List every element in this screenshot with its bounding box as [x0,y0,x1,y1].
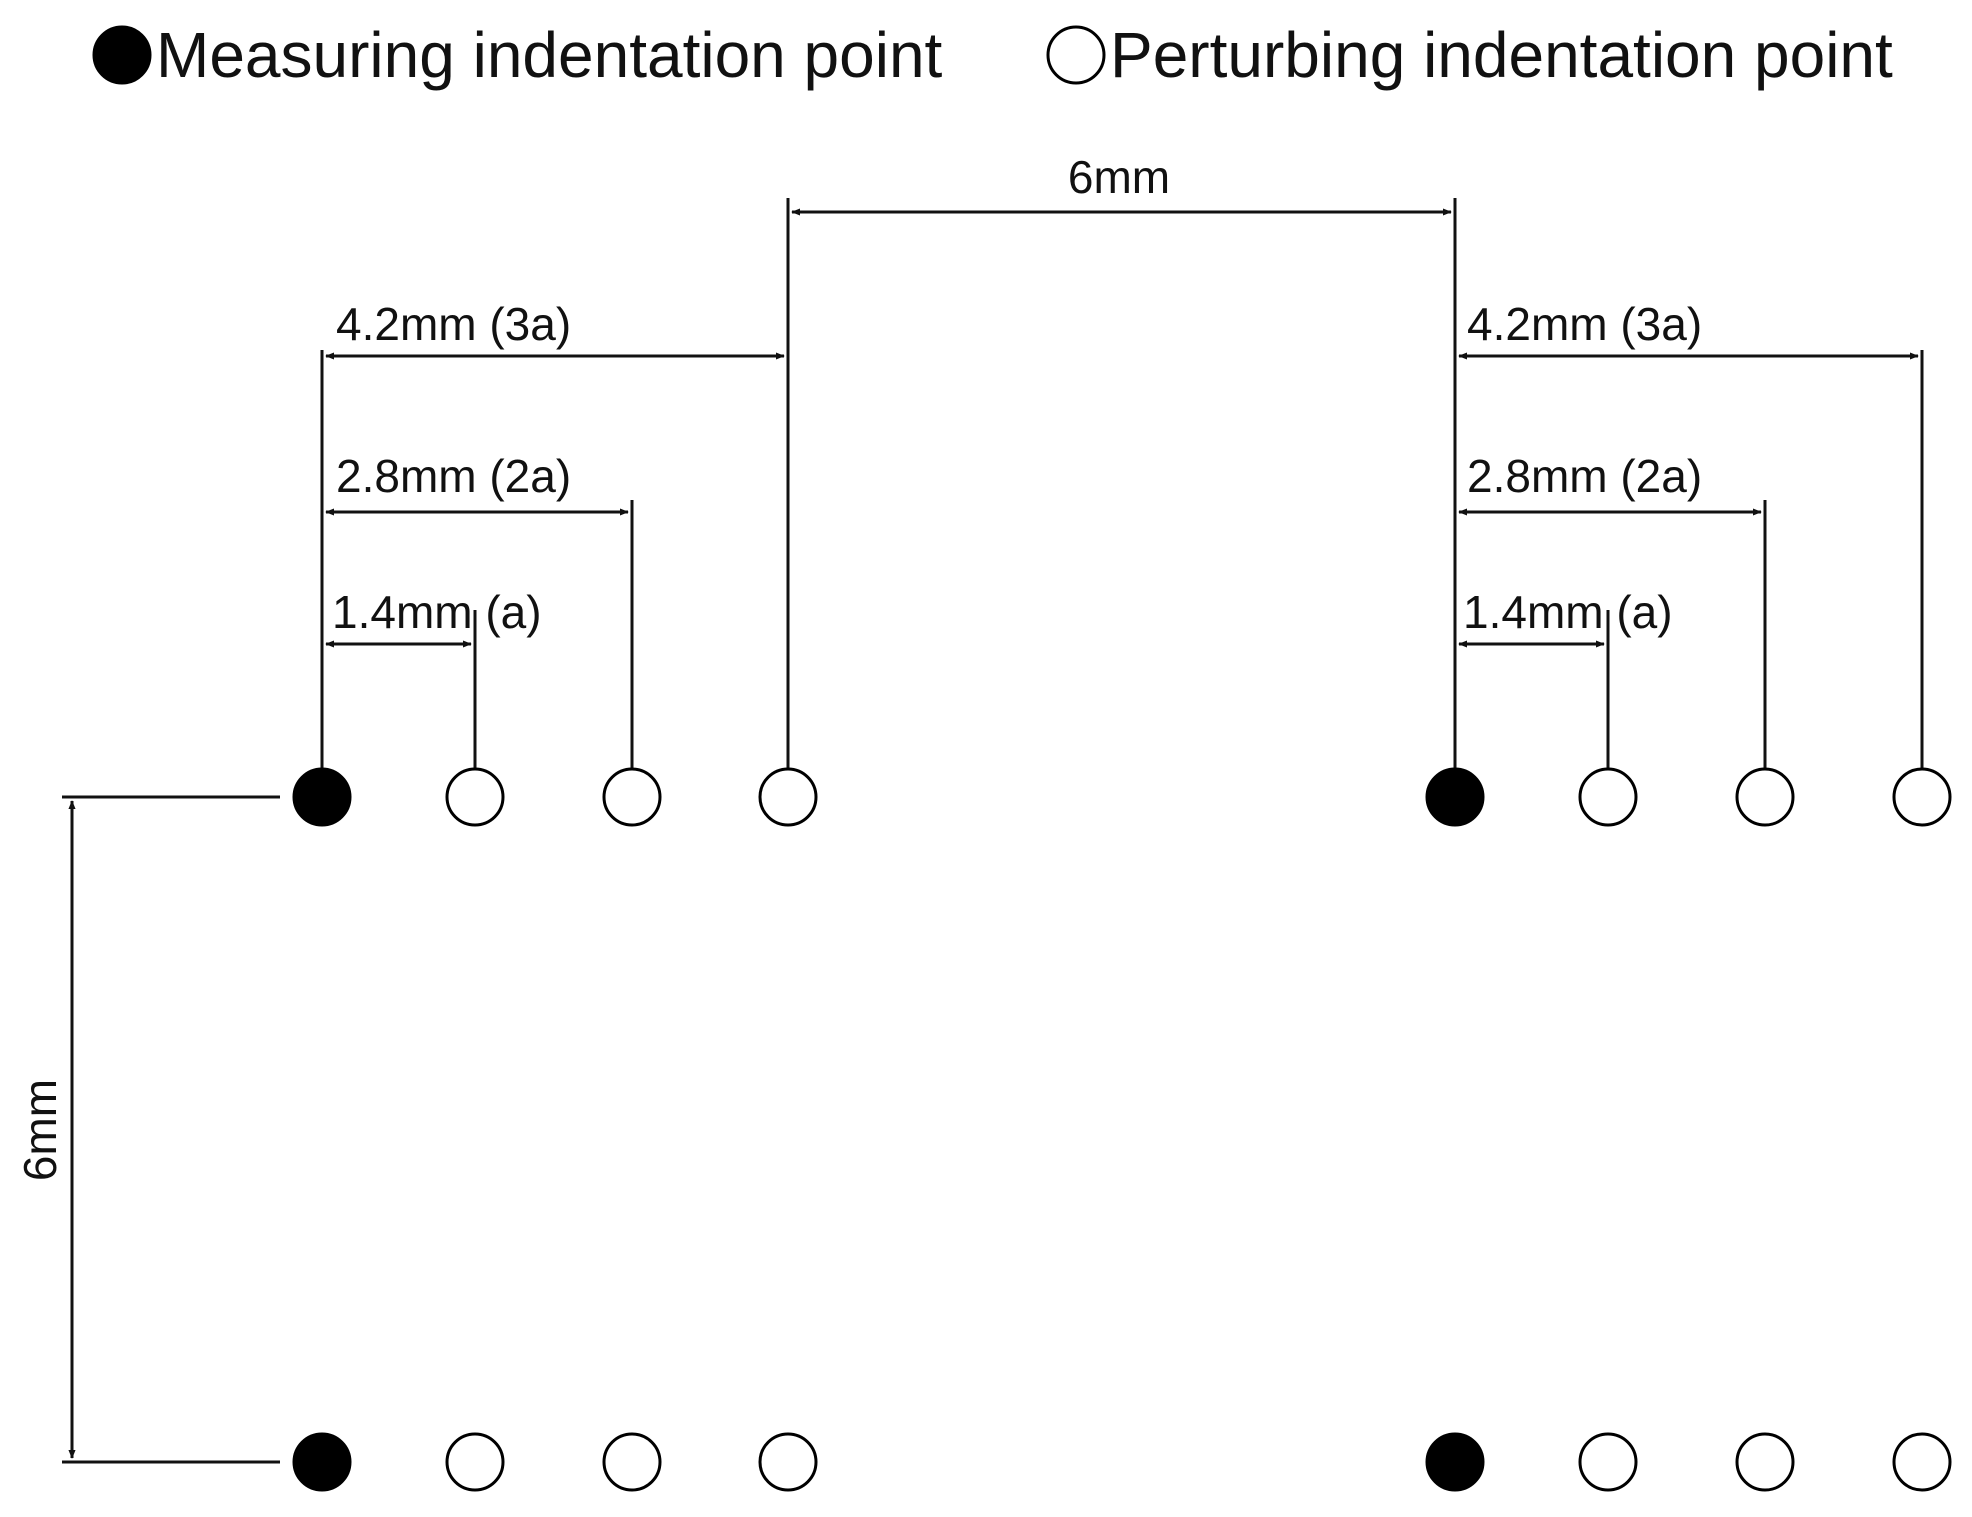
legend-perturbing-label: Perturbing indentation point [1110,19,1893,91]
top-spacing-label: 6mm [1068,151,1170,203]
bottom-row-points [292,1432,1952,1492]
left-dist-3a-label: 4.2mm (3a) [336,298,571,350]
legend-measuring-marker [92,25,152,85]
perturbing-point [758,767,818,827]
perturbing-point [445,767,505,827]
left-dist-a-label: 1.4mm (a) [332,586,542,638]
perturbing-point [602,1432,662,1492]
perturbing-point [1578,1432,1638,1492]
left-dist-2a-label: 2.8mm (2a) [336,450,571,502]
left-spacing-label: 6mm [14,1079,66,1181]
left-group-dimensions: 4.2mm (3a) 2.8mm (2a) 1.4mm (a) [320,298,785,770]
right-dist-3a-label: 4.2mm (3a) [1467,298,1702,350]
measuring-point [292,1432,352,1492]
legend-measuring-label: Measuring indentation point [156,19,943,91]
measuring-point [1425,1432,1485,1492]
perturbing-point [1735,1432,1795,1492]
perturbing-point [758,1432,818,1492]
right-dist-2a-label: 2.8mm (2a) [1467,450,1702,502]
perturbing-point [1892,767,1952,827]
legend: Measuring indentation point Perturbing i… [92,19,1893,91]
perturbing-point [445,1432,505,1492]
legend-perturbing-marker [1046,25,1106,85]
perturbing-point [1578,767,1638,827]
perturbing-point [1735,767,1795,827]
perturbing-point [602,767,662,827]
left-spacing-dimension: 6mm [14,795,280,1464]
perturbing-point [1892,1432,1952,1492]
measuring-point [1425,767,1485,827]
right-dist-a-label: 1.4mm (a) [1463,586,1673,638]
right-group-dimensions: 4.2mm (3a) 2.8mm (2a) 1.4mm (a) [1458,298,1924,770]
measuring-point [292,767,352,827]
top-row-points [292,767,1952,827]
top-spacing-dimension: 6mm [786,151,1457,770]
